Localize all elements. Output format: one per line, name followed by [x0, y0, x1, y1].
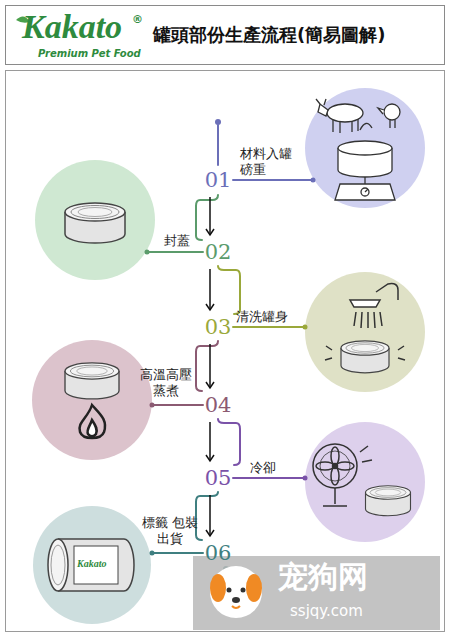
- watermark-url: ssjqy.com: [290, 604, 363, 619]
- watermark-panel: [193, 556, 440, 630]
- can-icon: [341, 341, 389, 373]
- step-circle: [305, 272, 425, 392]
- ingredients-icon: [316, 99, 400, 200]
- body-frame: [6, 71, 445, 632]
- step-label: 清洗罐身: [236, 309, 308, 325]
- arrow-shaft: [209, 197, 211, 235]
- flow-arrow: [206, 422, 214, 461]
- flow-arrow: [206, 495, 214, 536]
- can-icon: [65, 363, 119, 399]
- step-number: 05: [201, 465, 235, 491]
- step-label: 標籤 包裝出貨: [140, 515, 200, 547]
- step-label: 封蓋: [148, 233, 190, 249]
- flame-icon: [79, 405, 105, 438]
- arrow-shaft: [209, 344, 211, 388]
- step-number: 06: [201, 540, 235, 566]
- process-step: 02封蓋: [201, 239, 235, 265]
- step-circle: [33, 506, 151, 624]
- arrow-head: [206, 229, 214, 235]
- flow-line: [145, 119, 316, 572]
- step-number: 03: [201, 314, 235, 340]
- step-label: 高溫高壓 蒸煮: [135, 367, 197, 399]
- can-icon: [366, 486, 411, 516]
- step-label: 冷卻: [250, 460, 292, 476]
- process-step: 04高溫高壓 蒸煮: [201, 392, 235, 418]
- flow-arrow: [206, 344, 214, 388]
- flow-arrow: [206, 197, 214, 235]
- header-frame: [6, 6, 445, 65]
- process-step: 03清洗罐身: [201, 314, 235, 340]
- step-circle: [35, 160, 155, 280]
- step-number: 04: [201, 392, 235, 418]
- arrow-shaft: [209, 422, 211, 461]
- arrow-shaft: [209, 269, 211, 310]
- watermark-text: 宠狗网: [278, 562, 368, 592]
- process-step: 06標籤 包裝出貨: [201, 540, 235, 566]
- fan-icon: [313, 444, 372, 506]
- labelled-can-icon: [48, 539, 134, 591]
- arrow-shaft: [209, 495, 211, 536]
- logo-wordmark: Kakato: [22, 10, 122, 44]
- process-step: 01材料入罐 磅重: [201, 167, 235, 193]
- dog-icon: [210, 566, 262, 618]
- arrow-head: [206, 304, 214, 310]
- diagram-title: 罐頭部份生產流程(簡易圖解): [153, 24, 385, 46]
- step-circle: [305, 88, 425, 208]
- step-circle: [32, 340, 152, 460]
- can-icon: [65, 203, 125, 243]
- arrow-head: [206, 455, 214, 461]
- process-step: 05冷卻: [201, 465, 235, 491]
- arrow-head: [206, 530, 214, 536]
- step-circle: [305, 422, 425, 542]
- logo-tagline: Premium Pet Food: [38, 49, 141, 59]
- step-number: 02: [201, 239, 235, 265]
- registered-mark: ®: [132, 14, 143, 25]
- step-number: 01: [201, 167, 235, 193]
- arrow-head: [206, 382, 214, 388]
- flow-arrow: [206, 269, 214, 310]
- can-logo: Kakato: [77, 559, 106, 569]
- step-label: 材料入罐 磅重: [240, 146, 300, 178]
